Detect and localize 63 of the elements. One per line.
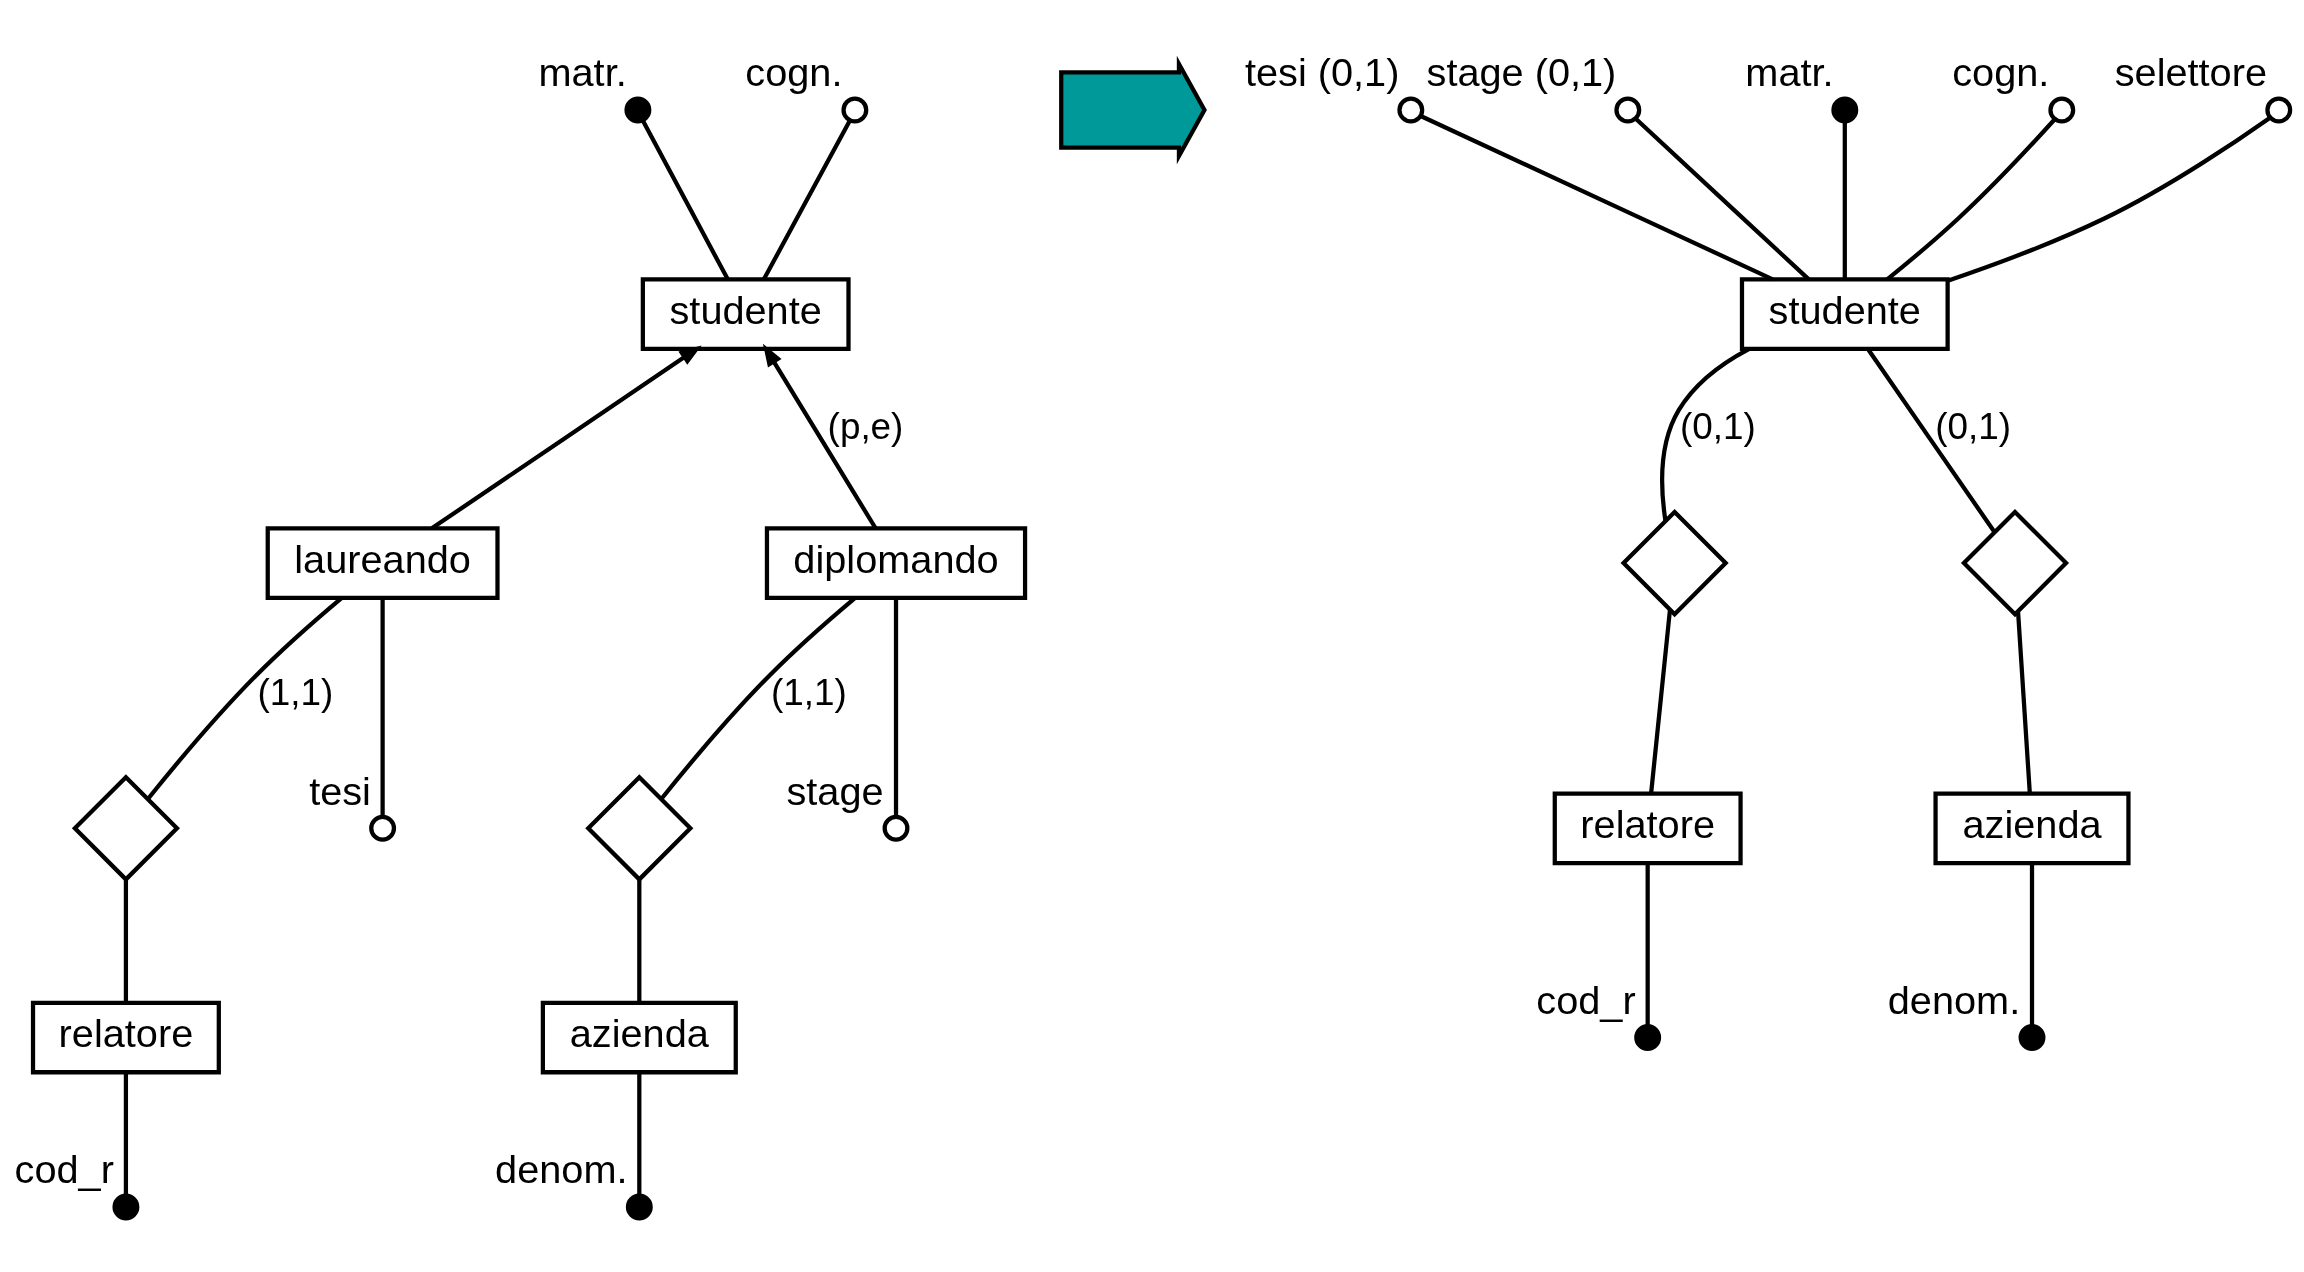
node-diamond <box>1960 508 2070 617</box>
edge-label: (1,1) <box>770 671 847 713</box>
connector <box>1634 116 1810 281</box>
connector <box>1842 121 1847 279</box>
node-box: studente <box>1739 276 1950 351</box>
connector <box>637 879 642 1003</box>
node-box: laureando <box>265 525 500 600</box>
node-dot <box>112 1193 140 1220</box>
node-box: studente <box>640 276 851 351</box>
connector <box>2029 862 2035 1026</box>
node-dot <box>624 96 652 123</box>
node-circle <box>1397 96 1425 123</box>
node-label: stage (0,1) <box>1426 49 1617 94</box>
node-label: denom. <box>495 1146 628 1191</box>
node-circle <box>882 814 910 842</box>
node-label: cogn. <box>745 49 843 94</box>
node-dot <box>1831 96 1859 123</box>
connector <box>893 597 899 817</box>
node-arrow <box>1059 55 1207 164</box>
node-circle <box>2265 96 2293 123</box>
node-dot <box>625 1193 653 1220</box>
node-label: stage <box>786 768 884 813</box>
node-circle <box>841 96 869 123</box>
connector <box>640 119 730 280</box>
edge-label: (1,1) <box>257 671 334 713</box>
node-box: relatore <box>1552 790 1743 865</box>
connector <box>637 1072 642 1195</box>
node-label: matr. <box>1745 49 1834 94</box>
edge-label: (0,1) <box>1935 405 2012 447</box>
node-circle <box>2048 96 2076 123</box>
node-diamond <box>1620 508 1729 617</box>
connector <box>1947 115 2271 283</box>
connector <box>1419 113 1774 281</box>
connector <box>2015 610 2032 793</box>
node-label: cod_r <box>14 1146 114 1191</box>
node-label: denom. <box>1887 977 2021 1022</box>
node-dot <box>2018 1023 2046 1051</box>
node-box: relatore <box>30 1000 221 1074</box>
arrow <box>430 344 702 530</box>
node-dot <box>1634 1023 1662 1051</box>
connector <box>123 879 129 1003</box>
node-label: matr. <box>538 49 627 94</box>
node-circle <box>369 814 397 842</box>
connector <box>1885 117 2057 281</box>
connector <box>761 119 852 280</box>
connector <box>380 597 385 817</box>
connector <box>1645 862 1650 1026</box>
node-label: tesi (0,1) <box>1244 49 1400 94</box>
node-circle <box>1614 96 1642 123</box>
node-diamond <box>585 773 694 882</box>
node-diamond <box>71 773 180 882</box>
connector <box>123 1072 129 1195</box>
node-box: azienda <box>1933 790 2131 865</box>
arrow <box>762 343 878 529</box>
node-label: cogn. <box>1952 49 2050 94</box>
connector <box>1649 608 1673 793</box>
node-box: azienda <box>540 1000 738 1074</box>
node-box: diplomando <box>764 525 1028 600</box>
edge-label: (0,1) <box>1679 405 1756 447</box>
node-label: tesi <box>309 768 371 813</box>
edge-label: (p,e) <box>827 405 904 447</box>
node-label: selettore <box>2114 49 2267 94</box>
node-label: cod_r <box>1536 977 1636 1022</box>
